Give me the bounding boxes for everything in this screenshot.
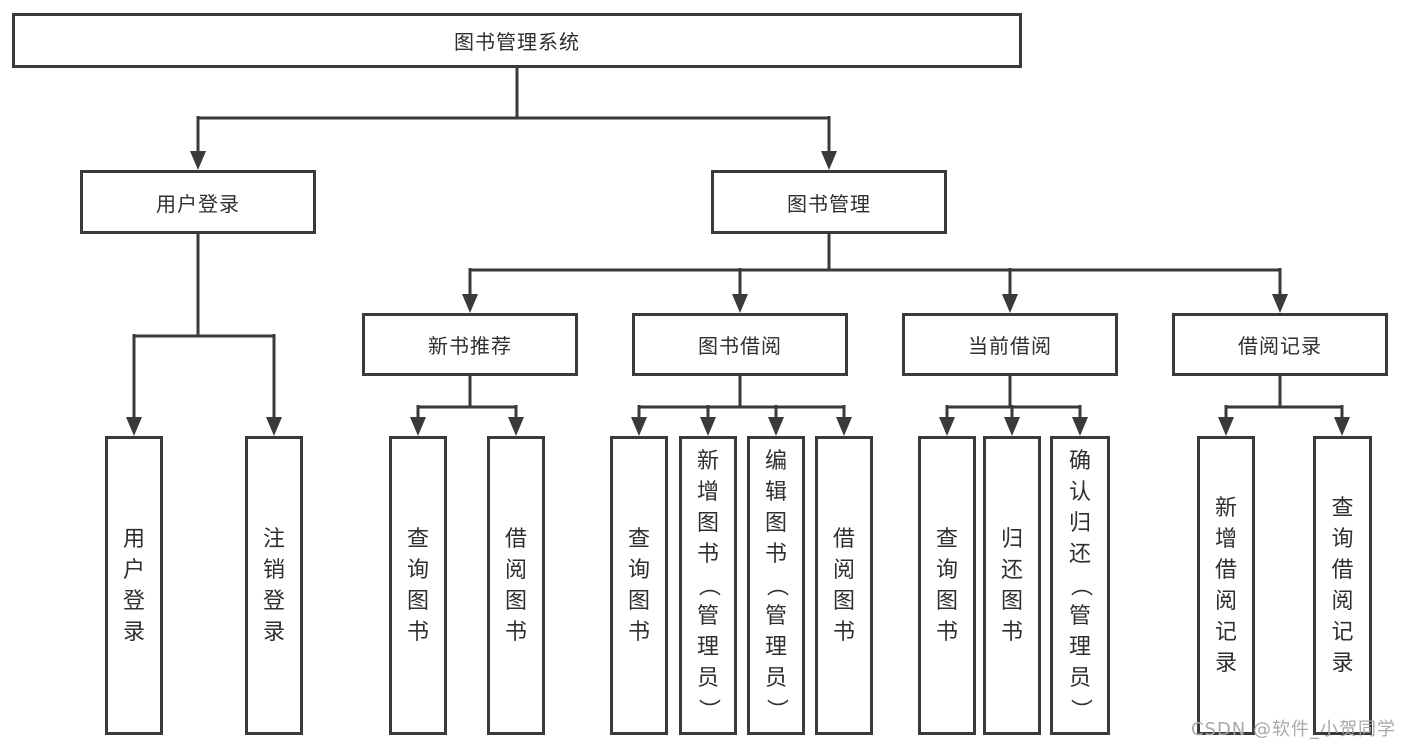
leaf-current-query-book: 查询图书 (918, 436, 976, 735)
leaf-newbook-query-book: 查询图书 (389, 436, 447, 735)
leaf-user-login: 用户登录 (105, 436, 163, 735)
leaf-records-query-borrow-record: 查询借阅记录 (1313, 436, 1372, 735)
leaf-borrow-add-book-admin: 新增图书（管理员） (679, 436, 737, 735)
leaf-records-add-borrow-record: 新增借阅记录 (1197, 436, 1255, 735)
leaf-borrow-borrow-book: 借阅图书 (815, 436, 873, 735)
node-current-borrow: 当前借阅 (902, 313, 1118, 376)
node-book-management: 图书管理 (711, 170, 947, 234)
leaf-current-return-book: 归还图书 (983, 436, 1041, 735)
node-new-book-recommend: 新书推荐 (362, 313, 578, 376)
node-book-borrow: 图书借阅 (632, 313, 848, 376)
leaf-borrow-edit-book-admin: 编辑图书（管理员） (747, 436, 805, 735)
node-library-management-system: 图书管理系统 (12, 13, 1022, 68)
leaf-newbook-borrow-book: 借阅图书 (487, 436, 545, 735)
node-user-login: 用户登录 (80, 170, 316, 234)
leaf-logout-login: 注销登录 (245, 436, 303, 735)
node-borrow-records: 借阅记录 (1172, 313, 1388, 376)
leaf-current-confirm-return-admin: 确认归还（管理员） (1050, 436, 1110, 735)
leaf-borrow-query-book: 查询图书 (610, 436, 668, 735)
csdn-watermark: CSDN @软件_小贺同学 (1190, 719, 1396, 740)
